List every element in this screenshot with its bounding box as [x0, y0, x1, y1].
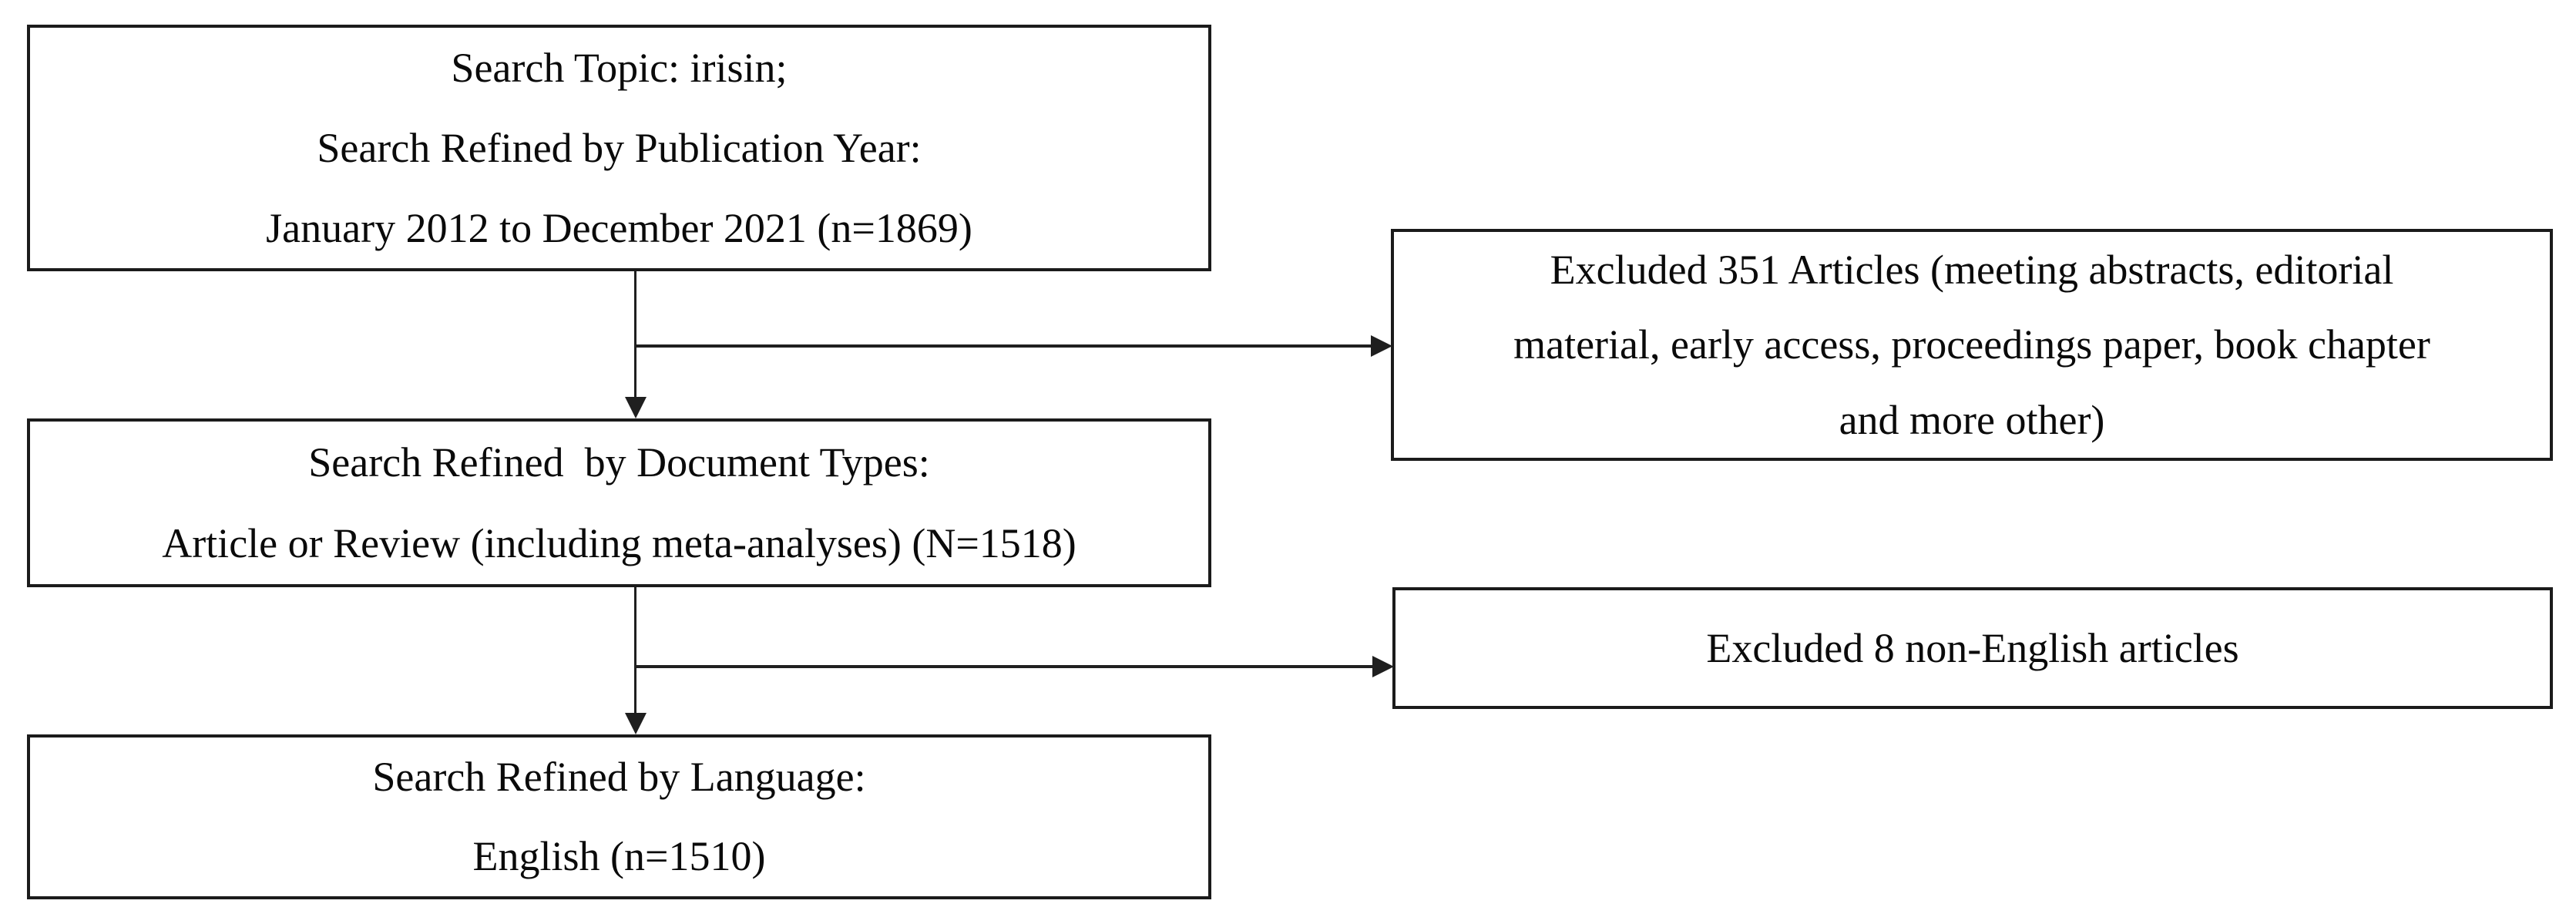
search-topic-box: Search Topic: irisin; Search Refined by …: [27, 25, 1211, 271]
connector-doctypes-to-language: [634, 587, 636, 714]
box-text-line: Search Refined by Language:: [372, 754, 866, 801]
box-text-line: Article or Review (including meta-analys…: [162, 520, 1076, 567]
box-text-line: Excluded 351 Articles (meeting abstracts…: [1550, 246, 2394, 293]
language-box: Search Refined by Language: English (n=1…: [27, 734, 1211, 899]
connector-branch-to-excluded-351: [634, 344, 1372, 348]
box-text-line: Search Topic: irisin;: [451, 44, 788, 91]
box-text-line: material, early access, proceedings pape…: [1513, 321, 2430, 368]
box-text-line: January 2012 to December 2021 (n=1869): [266, 204, 972, 251]
box-text-line: Excluded 8 non-English articles: [1706, 624, 2239, 671]
connector-topic-to-doctypes: [634, 271, 636, 398]
document-types-box: Search Refined by Document Types: Articl…: [27, 418, 1211, 587]
box-text-line: Search Refined by Document Types:: [308, 438, 930, 486]
connector-branch-to-excluded-8: [634, 665, 1374, 668]
arrowhead-right-icon: [1372, 656, 1394, 677]
excluded-language-box: Excluded 8 non-English articles: [1392, 587, 2553, 709]
arrowhead-down-icon: [624, 397, 647, 418]
excluded-document-types-box: Excluded 351 Articles (meeting abstracts…: [1391, 229, 2553, 461]
arrowhead-down-icon: [624, 713, 647, 734]
arrowhead-right-icon: [1371, 335, 1392, 357]
box-text-line: and more other): [1839, 397, 2105, 444]
box-text-line: Search Refined by Publication Year:: [317, 124, 922, 171]
box-text-line: English (n=1510): [472, 833, 766, 880]
